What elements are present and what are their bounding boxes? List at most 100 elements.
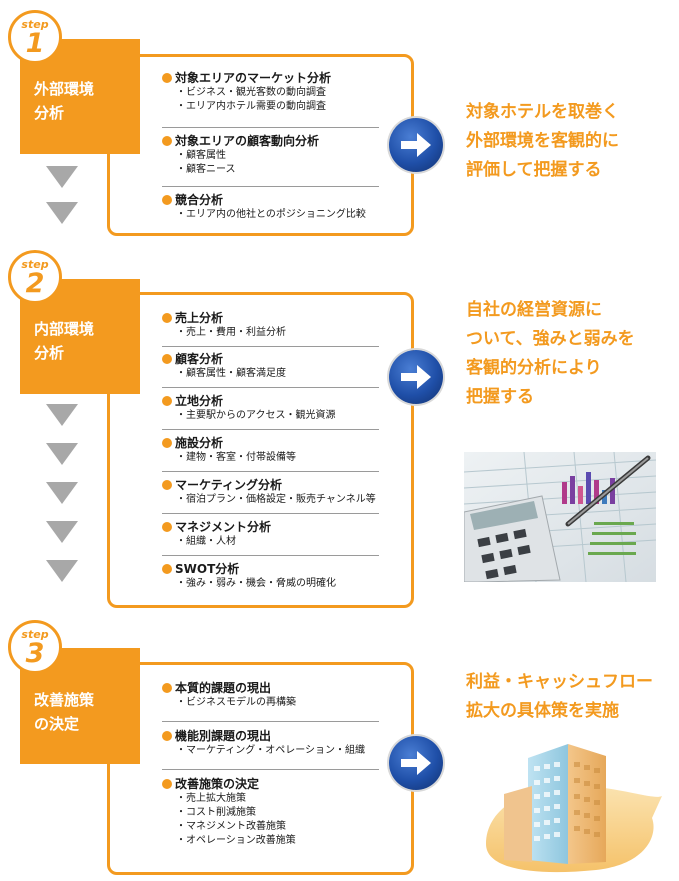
right-arrow-icon <box>389 350 443 404</box>
step-1-box: 対象エリアのマーケット分析 ビジネス・観光客数の動向調査 エリア内ホテル需要の動… <box>107 54 414 236</box>
section: マネジメント分析 組織・人材 <box>162 520 379 556</box>
bullet-icon <box>162 313 172 323</box>
result-line: 自社の経営資源に <box>466 300 602 320</box>
section-item: 売上拡大施策 <box>162 792 379 806</box>
step-1-badge: step 1 <box>8 10 62 64</box>
bullet-icon <box>162 731 172 741</box>
section: 売上分析 売上・費用・利益分析 <box>162 311 379 347</box>
section-item: 顧客属性 <box>162 149 379 163</box>
section-title: 機能別課題の現出 <box>162 729 379 744</box>
section-item: 組織・人材 <box>162 535 379 549</box>
section: マーケティング分析 宿泊プラン・価格設定・販売チャンネル等 <box>162 478 379 514</box>
section-title: 対象エリアの顧客動向分析 <box>162 134 379 149</box>
bullet-icon <box>162 73 172 83</box>
result-line: 把握する <box>466 387 534 407</box>
step-2-box: 売上分析 売上・費用・利益分析 顧客分析 顧客属性・顧客満足度 立地分析 主要駅… <box>107 292 414 608</box>
section-title: 競合分析 <box>162 193 379 208</box>
section-item: ビジネス・観光客数の動向調査 <box>162 86 379 100</box>
step-1: step 1 外部環境 分析 対象エリアのマーケット分析 ビジネス・観光客数の動… <box>0 0 679 240</box>
section-item: 顧客ニース <box>162 163 379 177</box>
right-arrow-icon <box>389 736 443 790</box>
connector-triangle <box>46 404 78 426</box>
bullet-icon <box>162 354 172 364</box>
section-item: マネジメント改善施策 <box>162 820 379 834</box>
step-3-result: 利益・キャッシュフロー 拡大の具体策を実施 <box>466 668 653 726</box>
result-line: 対象ホテルを取巻く <box>466 102 619 122</box>
section-item: ビジネスモデルの再構築 <box>162 696 379 710</box>
step-word: step <box>21 258 49 271</box>
step-2-result: 自社の経営資源に ついて、強みと弱みを 客観的分析により 把握する <box>466 296 635 412</box>
bullet-icon <box>162 779 172 789</box>
section-item: 建物・客室・付帯設備等 <box>162 451 379 465</box>
calculator-photo <box>464 452 656 582</box>
section: 対象エリアのマーケット分析 ビジネス・観光客数の動向調査 エリア内ホテル需要の動… <box>162 71 379 128</box>
section: 顧客分析 顧客属性・顧客満足度 <box>162 352 379 388</box>
section-title: 施設分析 <box>162 436 379 451</box>
bullet-icon <box>162 396 172 406</box>
section-title: 本質的課題の現出 <box>162 681 379 696</box>
label-line: 外部環境 <box>34 80 95 98</box>
section-title: 立地分析 <box>162 394 379 409</box>
result-line: 客観的分析により <box>466 358 602 378</box>
right-arrow-icon <box>389 118 443 172</box>
step-number: 3 <box>25 638 45 669</box>
bullet-icon <box>162 522 172 532</box>
section-title: SWOT分析 <box>162 562 379 577</box>
section-title: 顧客分析 <box>162 352 379 367</box>
result-line: 評価して把握する <box>466 160 602 180</box>
step-2-label: 内部環境 分析 <box>20 279 140 394</box>
result-line: 拡大の具体策を実施 <box>466 701 619 721</box>
bullet-icon <box>162 438 172 448</box>
section-item: 主要駅からのアクセス・観光資源 <box>162 409 379 423</box>
connector-triangle <box>46 202 78 224</box>
building-illustration <box>486 744 662 873</box>
section: 本質的課題の現出 ビジネスモデルの再構築 <box>162 681 379 722</box>
section-title: 改善施策の決定 <box>162 777 379 792</box>
connector-triangle <box>46 521 78 543</box>
step-3: step 3 改善施策 の決定 本質的課題の現出 ビジネスモデルの再構築 機能別… <box>0 610 679 881</box>
result-line: 利益・キャッシュフロー <box>466 672 653 692</box>
step-number: 1 <box>25 28 45 59</box>
section-item: コスト削減施策 <box>162 806 379 820</box>
section-item: エリア内の他社とのポジショニング比較 <box>162 208 379 222</box>
result-line: 外部環境を客観的に <box>466 131 619 151</box>
section-item: エリア内ホテル需要の動向調査 <box>162 100 379 114</box>
bullet-icon <box>162 480 172 490</box>
section-item: オペレーション改善施策 <box>162 834 379 848</box>
step-1-result: 対象ホテルを取巻く 外部環境を客観的に 評価して把握する <box>466 98 619 185</box>
step-word: step <box>21 628 49 641</box>
bullet-icon <box>162 683 172 693</box>
step-2: step 2 内部環境 分析 売上分析 売上・費用・利益分析 顧客分析 顧客属性… <box>0 240 679 610</box>
bullet-icon <box>162 195 172 205</box>
section: 機能別課題の現出 マーケティング・オペレーション・組織 <box>162 729 379 770</box>
step-3-badge: step 3 <box>8 620 62 674</box>
connector-triangle <box>46 166 78 188</box>
section: 対象エリアの顧客動向分析 顧客属性 顧客ニース <box>162 134 379 187</box>
section-title: 売上分析 <box>162 311 379 326</box>
section: 立地分析 主要駅からのアクセス・観光資源 <box>162 394 379 430</box>
label-line: 分析 <box>34 344 65 362</box>
section: 改善施策の決定 売上拡大施策 コスト削減施策 マネジメント改善施策 オペレーショ… <box>162 777 379 863</box>
label-line: の決定 <box>34 715 80 733</box>
section-item: 売上・費用・利益分析 <box>162 326 379 340</box>
label-line: 内部環境 <box>34 320 95 338</box>
connector-triangle <box>46 560 78 582</box>
connector-triangle <box>46 482 78 504</box>
section-item: 宿泊プラン・価格設定・販売チャンネル等 <box>162 493 379 507</box>
bullet-icon <box>162 136 172 146</box>
section-item: 顧客属性・顧客満足度 <box>162 367 379 381</box>
section: SWOT分析 強み・弱み・機会・脅威の明確化 <box>162 562 379 597</box>
label-line: 改善施策 <box>34 691 95 709</box>
step-3-box: 本質的課題の現出 ビジネスモデルの再構築 機能別課題の現出 マーケティング・オペ… <box>107 662 414 875</box>
label-line: 分析 <box>34 104 65 122</box>
step-number: 2 <box>25 268 45 299</box>
step-word: step <box>21 18 49 31</box>
section-title: マーケティング分析 <box>162 478 379 493</box>
section-title: マネジメント分析 <box>162 520 379 535</box>
connector-triangle <box>46 443 78 465</box>
section: 施設分析 建物・客室・付帯設備等 <box>162 436 379 472</box>
section-item: マーケティング・オペレーション・組織 <box>162 744 379 758</box>
bullet-icon <box>162 564 172 574</box>
step-2-badge: step 2 <box>8 250 62 304</box>
result-line: ついて、強みと弱みを <box>466 329 635 349</box>
